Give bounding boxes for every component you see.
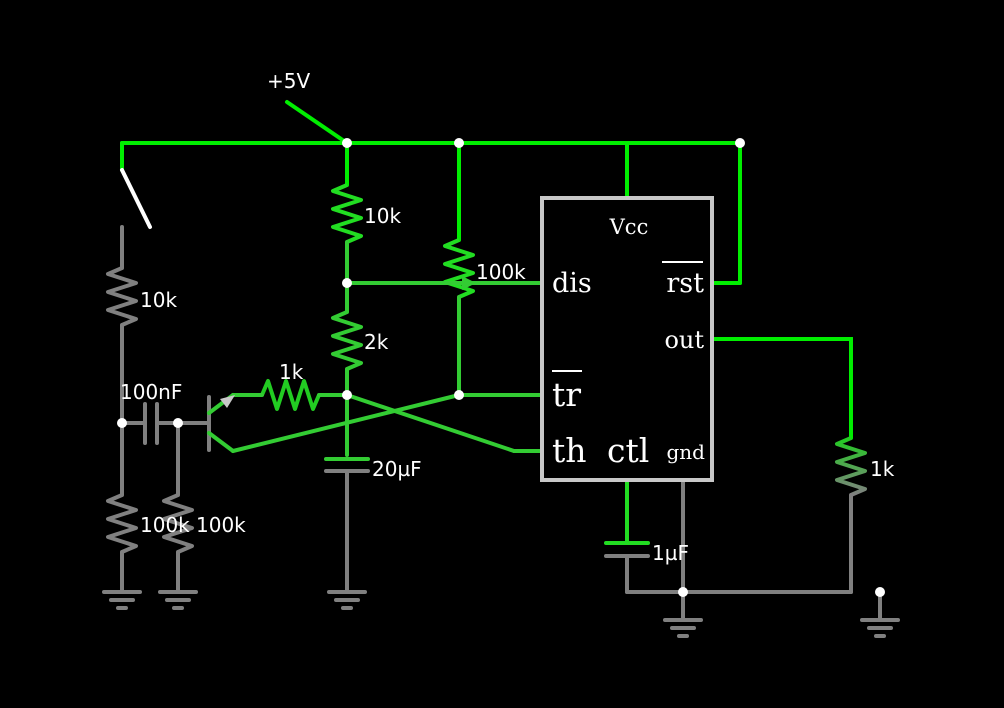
- resistor-100k-bias1: [106, 493, 138, 554]
- chip-pin-vcc: Vcc: [609, 215, 649, 239]
- label-100k-pot: 100k: [476, 260, 526, 284]
- label-10k-left: 10k: [140, 288, 177, 312]
- resistor-10k-left: [106, 266, 138, 327]
- ground-icon: [158, 590, 198, 610]
- label-20uf: 20µF: [372, 457, 422, 481]
- chip-pin-rst: rst: [666, 268, 704, 299]
- chip-pin-ctl: ctl: [607, 431, 649, 470]
- capacitor-100nf: [143, 402, 159, 445]
- chip-pin-th: th: [552, 431, 587, 470]
- label-1k-base: 1k: [279, 360, 304, 384]
- supply-label: +5V: [267, 69, 310, 93]
- label-2k: 2k: [364, 330, 389, 354]
- ground-icon: [860, 618, 900, 638]
- resistor-1k-output: [835, 436, 867, 497]
- capacitor-20uf: [324, 457, 370, 473]
- ground-icon: [663, 618, 703, 638]
- resistor-10k-top: [331, 183, 363, 244]
- chip-pin-tr: tr: [552, 375, 581, 414]
- label-100k-bias2: 100k: [196, 513, 246, 537]
- label-1uf: 1µF: [652, 541, 689, 565]
- timer-chip: [540, 196, 714, 482]
- label-10k-top: 10k: [364, 204, 401, 228]
- capacitor-1uf: [604, 478, 650, 558]
- transistor-emitter-arrow: [220, 395, 235, 408]
- resistor-1k-base: [260, 379, 321, 411]
- potentiometer-100k: [443, 238, 475, 299]
- pot-wiper-arrow: [462, 276, 476, 290]
- chip-pin-gnd: gnd: [667, 440, 706, 464]
- label-100nf: 100nF: [120, 380, 182, 404]
- label-100k-bias1: 100k: [140, 513, 190, 537]
- switch-blade[interactable]: [120, 168, 152, 229]
- ground-icon: [327, 590, 367, 610]
- ground-symbols: [102, 590, 900, 638]
- label-1k-out: 1k: [870, 457, 895, 481]
- supply-rail: [120, 100, 853, 440]
- resistor-2k: [331, 310, 363, 371]
- junction-dots: [117, 138, 885, 597]
- chip-pin-dis: dis: [552, 268, 592, 299]
- ground-icon: [102, 590, 142, 610]
- resistor-100k-bias2: [162, 493, 194, 554]
- transistor: [183, 393, 235, 453]
- chip-pin-out: out: [664, 326, 704, 354]
